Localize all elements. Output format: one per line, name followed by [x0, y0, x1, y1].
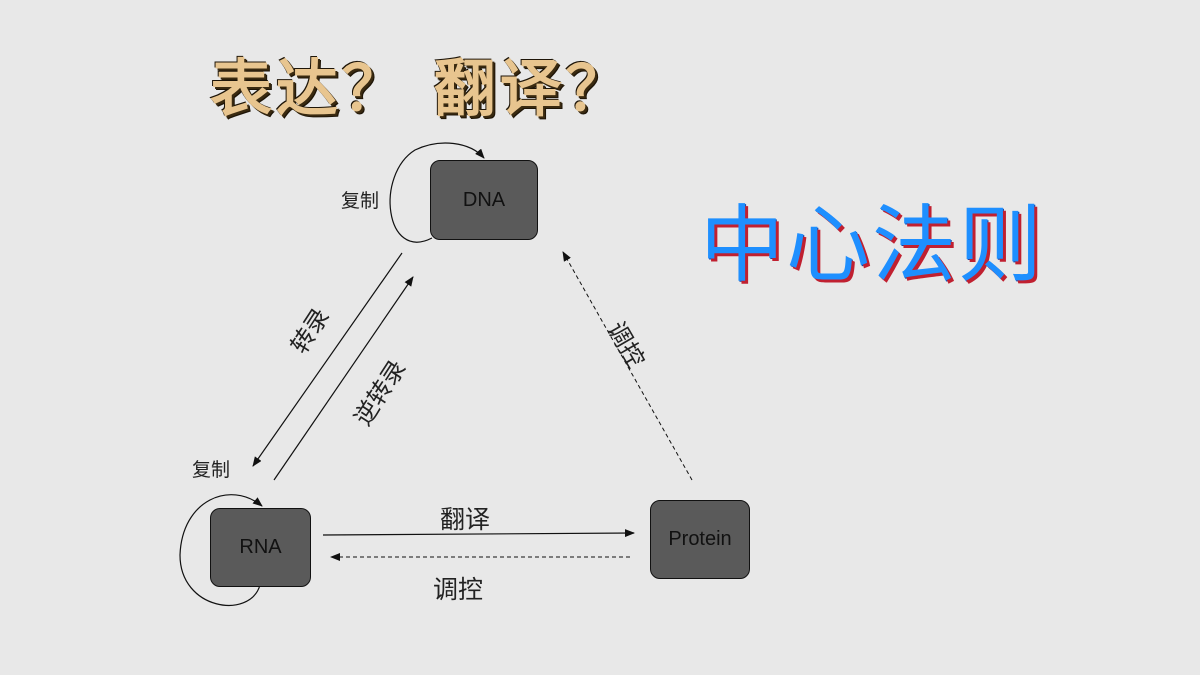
- translation-arrow: [322, 529, 635, 538]
- reverse-transcription-arrow: [273, 276, 414, 481]
- regulation-arrow-dna: [562, 251, 693, 481]
- rna-replication-label: 复制: [192, 459, 231, 481]
- page-title: 表达？ 翻译？: [210, 52, 632, 125]
- dna-node: DNA: [430, 160, 538, 240]
- regulation-label-bottom: 调控: [433, 575, 484, 604]
- dna-node-label: DNA: [462, 188, 506, 211]
- central-dogma-heading: 中心法则: [700, 196, 1045, 294]
- dna-replication-loop: [389, 142, 485, 243]
- rna-node-label: RNA: [239, 536, 282, 558]
- protein-node: Protein: [650, 500, 750, 579]
- dna-replication-label: 复制: [341, 190, 380, 212]
- translation-label: 翻译: [440, 505, 491, 534]
- rna-replication-loop: [179, 494, 263, 607]
- protein-node-label: Protein: [668, 528, 732, 550]
- rna-node: RNA: [210, 508, 311, 587]
- transcription-arrow: [252, 252, 403, 467]
